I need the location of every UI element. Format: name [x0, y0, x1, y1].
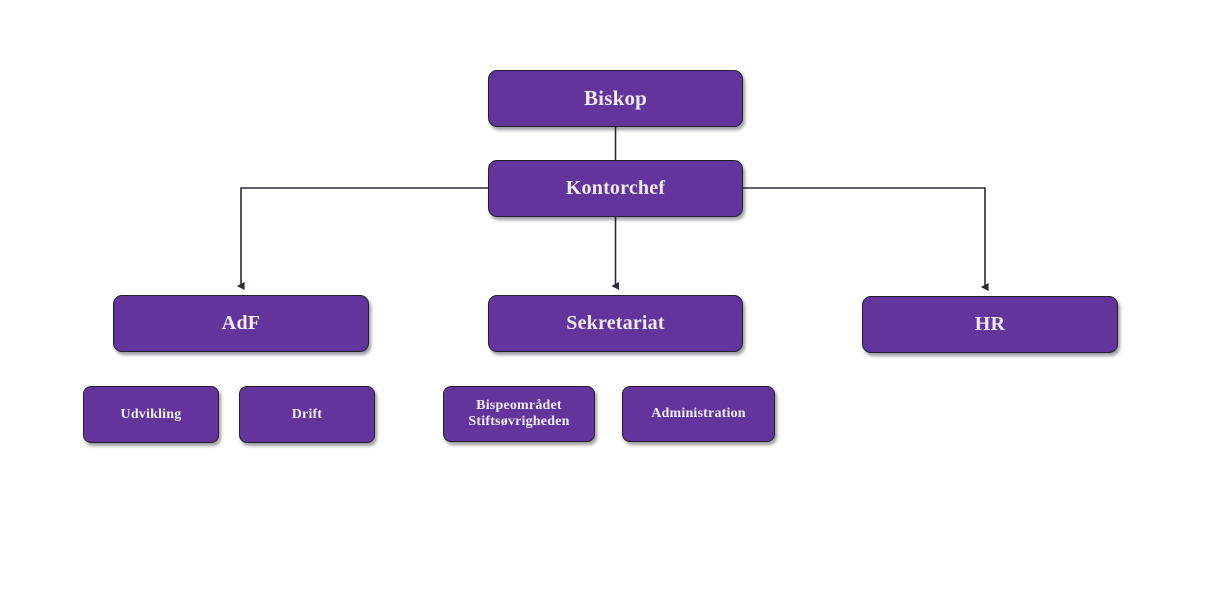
node-label-kontorchef: Kontorchef — [565, 177, 666, 200]
node-label-biskop: Biskop — [583, 85, 648, 110]
node-label-udvikling: Udvikling — [120, 406, 182, 422]
node-label-sekretariat: Sekretariat — [566, 312, 665, 335]
node-biskop[interactable]: Biskop — [488, 70, 743, 127]
node-sekretariat[interactable]: Sekretariat — [488, 295, 743, 352]
connector-kontorchef-adf — [236, 187, 488, 290]
node-kontorchef[interactable]: Kontorchef — [488, 160, 743, 217]
node-label-administration: Administration — [651, 406, 746, 422]
node-administration[interactable]: Administration — [622, 386, 775, 442]
node-hr[interactable]: HR — [862, 296, 1118, 353]
node-bispeomradet-stiftsovrigheden[interactable]: Bispeområdet Stiftsøvrigheden — [443, 386, 595, 442]
node-drift[interactable]: Drift — [239, 386, 375, 443]
node-udvikling[interactable]: Udvikling — [83, 386, 219, 443]
node-adf[interactable]: AdF — [113, 295, 369, 352]
connector-kontorchef-hr — [743, 187, 989, 291]
node-label-hr: HR — [974, 313, 1006, 336]
node-label-drift: Drift — [291, 406, 323, 422]
node-label-adf: AdF — [221, 312, 261, 335]
node-label-bispeomradet-stiftsovrigheden: Bispeområdet Stiftsøvrigheden — [468, 398, 570, 429]
